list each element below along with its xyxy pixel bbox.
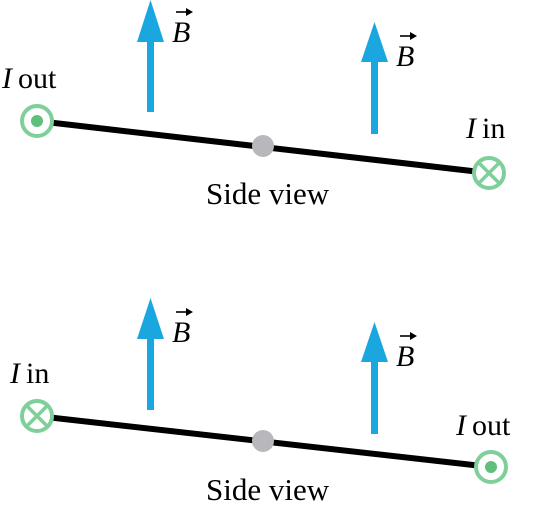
field-label: B (172, 16, 190, 49)
field-label: B (396, 40, 414, 73)
current-out-symbol (20, 104, 54, 138)
current-in-symbol (472, 156, 506, 190)
field-label: B (172, 316, 190, 349)
field-arrow-left (137, 298, 164, 410)
current-in-symbol (20, 399, 54, 433)
vector-arrow-accent (400, 32, 417, 40)
current-out-symbol (474, 450, 508, 484)
vector-arrow-accent (400, 332, 417, 340)
vector-arrow-accent (176, 8, 193, 16)
pivot-point (252, 135, 274, 157)
side-view-caption: Side view (206, 176, 330, 211)
side-view-caption: Side view (206, 472, 330, 507)
field-arrow-right (361, 322, 388, 434)
vector-arrow-accent (176, 308, 193, 316)
field-label: B (396, 340, 414, 373)
field-arrow-right (361, 22, 388, 134)
pivot-point (252, 430, 274, 452)
field-arrow-left (137, 0, 164, 112)
